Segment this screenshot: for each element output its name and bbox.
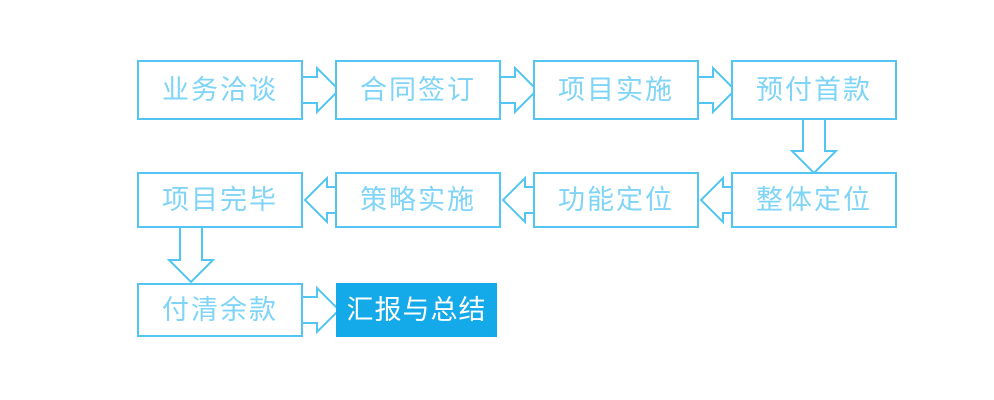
flow-node-xiang-mu-wan-bi[interactable]: 项目完毕 bbox=[137, 172, 303, 228]
flow-node-fu-qing-yu-kuan[interactable]: 付清余款 bbox=[137, 283, 303, 337]
flow-node-label: 预付首款 bbox=[756, 74, 872, 105]
flow-node-he-tong-qian-ding[interactable]: 合同签订 bbox=[335, 60, 501, 120]
flow-node-ye-wu-qia-tan[interactable]: 业务洽谈 bbox=[137, 60, 303, 120]
flow-node-xiang-mu-shi-shi[interactable]: 项目实施 bbox=[533, 60, 699, 120]
flow-node-label: 功能定位 bbox=[558, 184, 674, 215]
flow-node-label: 整体定位 bbox=[756, 184, 872, 215]
flow-node-label: 策略实施 bbox=[360, 184, 476, 215]
flow-node-ce-lue-shi-shi[interactable]: 策略实施 bbox=[335, 172, 501, 228]
flow-node-label: 业务洽谈 bbox=[162, 74, 278, 105]
flow-node-gong-neng-ding-wei[interactable]: 功能定位 bbox=[533, 172, 699, 228]
flow-node-hui-bao-yu-zong-jie[interactable]: 汇报与总结 bbox=[336, 283, 497, 337]
flow-node-label: 项目完毕 bbox=[162, 184, 278, 215]
flow-node-zheng-ti-ding-wei[interactable]: 整体定位 bbox=[731, 172, 897, 228]
flow-node-label: 合同签订 bbox=[360, 74, 476, 105]
arrow-row2-to-row3-icon bbox=[166, 228, 216, 284]
arrow-row1-to-row2-icon bbox=[789, 119, 839, 175]
flow-node-label: 汇报与总结 bbox=[346, 294, 487, 325]
flow-node-label: 项目实施 bbox=[558, 74, 674, 105]
flow-node-label: 付清余款 bbox=[162, 294, 278, 325]
flow-node-yu-fu-shou-kuan[interactable]: 预付首款 bbox=[731, 60, 897, 120]
